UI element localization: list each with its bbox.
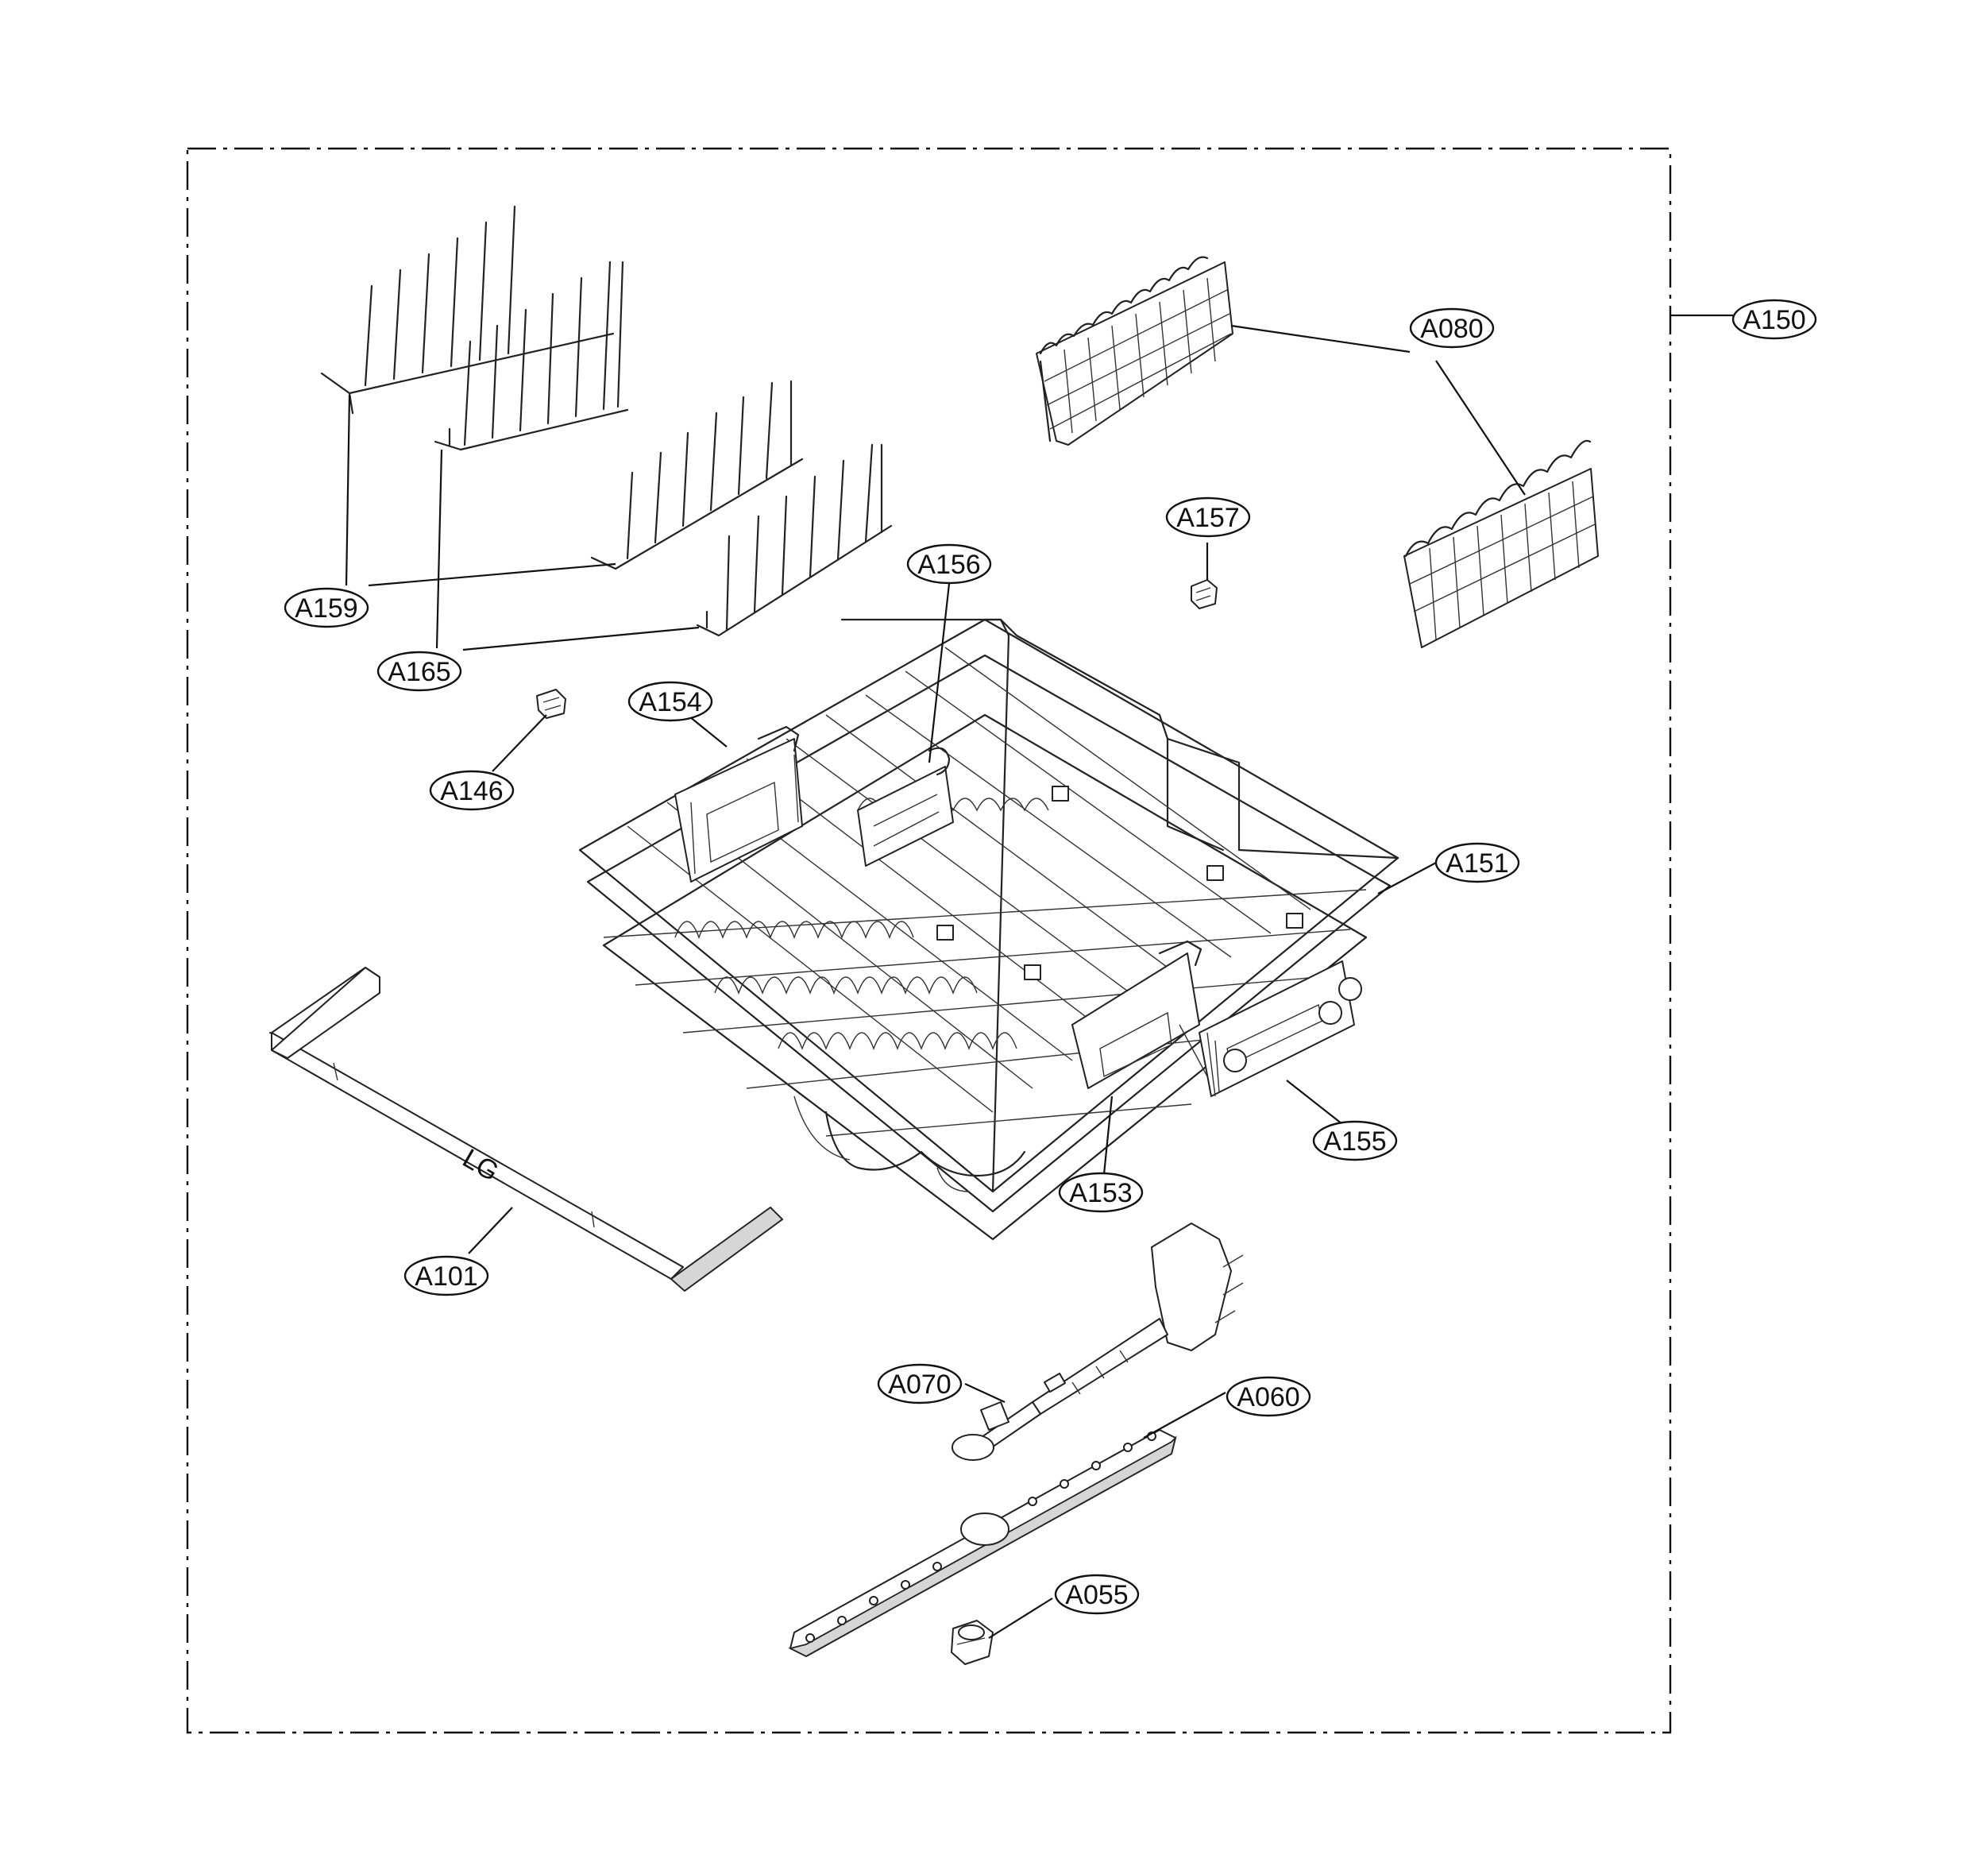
callout-a150: A150 bbox=[1731, 299, 1817, 340]
tine-row-a159-top bbox=[320, 205, 615, 415]
svg-text:A155: A155 bbox=[1323, 1126, 1386, 1157]
svg-text:A070: A070 bbox=[888, 1370, 951, 1400]
callout-a165: A165 bbox=[376, 651, 462, 692]
callout-a151: A151 bbox=[1434, 842, 1520, 883]
callout-a159: A159 bbox=[284, 587, 369, 628]
clip-a146 bbox=[536, 689, 566, 719]
spray-arm-nut bbox=[951, 1620, 994, 1665]
assembly-boundary bbox=[186, 147, 1672, 1734]
callout-a155: A155 bbox=[1312, 1120, 1398, 1161]
clip-a157 bbox=[1191, 579, 1218, 609]
svg-text:A055: A055 bbox=[1065, 1580, 1128, 1610]
svg-text:A150: A150 bbox=[1743, 305, 1805, 335]
tine-row-a165-bottom bbox=[696, 443, 893, 637]
svg-text:A146: A146 bbox=[440, 776, 503, 806]
callout-a101: A101 bbox=[403, 1255, 489, 1296]
cup-shelf-top bbox=[1036, 256, 1233, 446]
callout-a070: A070 bbox=[877, 1363, 963, 1404]
svg-text:A154: A154 bbox=[639, 687, 701, 717]
leader-lines bbox=[345, 314, 1733, 1639]
spray-arm bbox=[788, 1429, 1177, 1658]
svg-text:A165: A165 bbox=[388, 657, 450, 687]
svg-text:A156: A156 bbox=[917, 550, 980, 580]
spray-nozzle bbox=[952, 1401, 1009, 1461]
svg-text:A101: A101 bbox=[415, 1261, 477, 1292]
callout-a060: A060 bbox=[1226, 1376, 1311, 1417]
rack-rail bbox=[1199, 960, 1362, 1097]
callout-a153: A153 bbox=[1058, 1172, 1144, 1213]
height-adjuster-front bbox=[1071, 940, 1208, 1089]
upper-rack-basket bbox=[578, 618, 1399, 1241]
rack-handle: LG bbox=[269, 967, 784, 1292]
callout-a080: A080 bbox=[1409, 307, 1495, 349]
callout-a055: A055 bbox=[1054, 1574, 1140, 1615]
svg-text:A157: A157 bbox=[1176, 503, 1239, 533]
tine-row-a159-bottom bbox=[590, 380, 804, 570]
cup-shelf-bottom bbox=[1403, 439, 1599, 648]
svg-text:A080: A080 bbox=[1420, 314, 1483, 344]
tine-row-group bbox=[320, 205, 893, 637]
svg-text:A159: A159 bbox=[295, 593, 357, 624]
callout-a157: A157 bbox=[1165, 496, 1251, 538]
svg-text:A153: A153 bbox=[1069, 1178, 1132, 1208]
callout-a146: A146 bbox=[429, 770, 515, 811]
callout-a156: A156 bbox=[906, 543, 992, 585]
tine-row-a165-top bbox=[434, 261, 629, 451]
svg-text:A060: A060 bbox=[1237, 1382, 1299, 1412]
callout-a154: A154 bbox=[627, 681, 713, 722]
svg-text:A151: A151 bbox=[1446, 848, 1508, 879]
rack-clips bbox=[936, 786, 1303, 980]
height-adjuster-rear bbox=[857, 747, 954, 867]
spray-tube bbox=[968, 1223, 1244, 1458]
height-adjuster-left bbox=[674, 725, 803, 883]
